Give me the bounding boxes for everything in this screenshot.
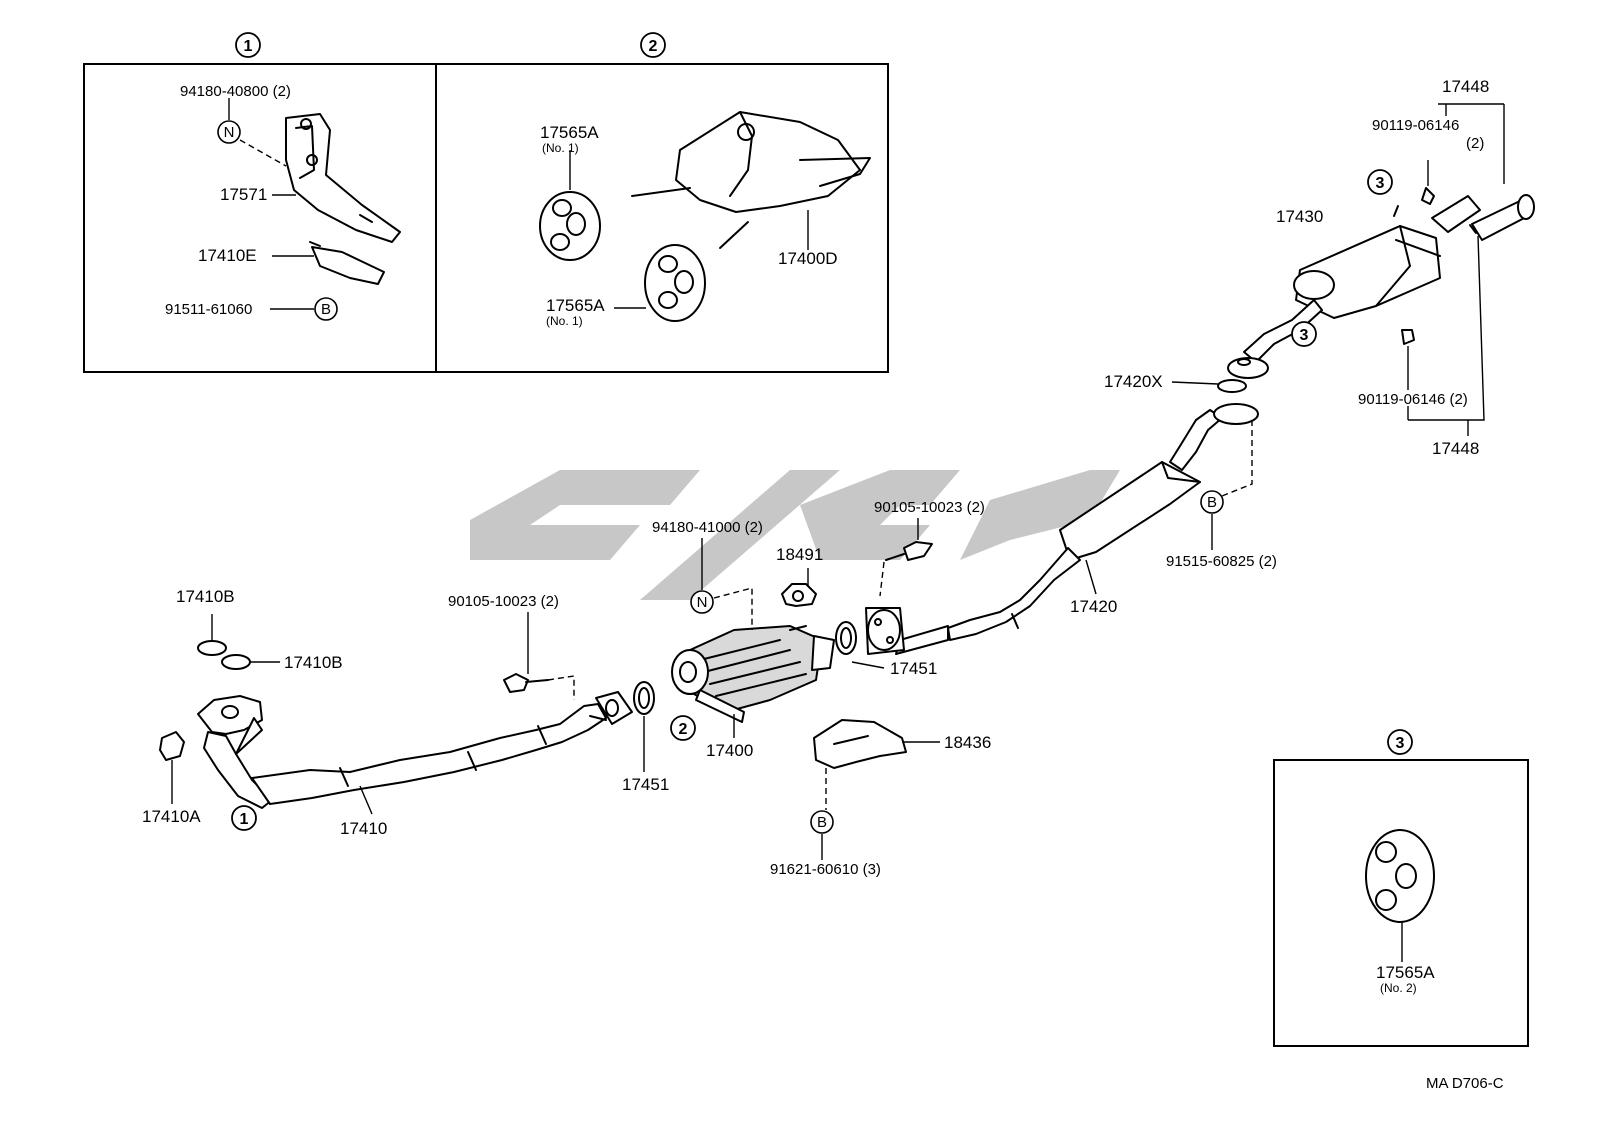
bracket-17571	[285, 113, 401, 243]
svg-text:N: N	[697, 594, 708, 611]
gasket-17410b-lower	[221, 654, 251, 670]
part-label: 90119-06146	[1372, 117, 1459, 134]
part-label: 90105-10023 (2)	[448, 593, 559, 610]
inset-marker-2: 2	[640, 32, 666, 58]
heat-insulator-17400d	[631, 111, 871, 249]
part-label: 18491	[776, 545, 823, 564]
part-label: (2)	[1466, 135, 1484, 152]
inset-marker-3-box: 3	[1387, 729, 1413, 755]
part-label: 17448	[1442, 77, 1489, 96]
svg-text:1: 1	[240, 811, 249, 828]
svg-text:B: B	[321, 301, 331, 318]
svg-text:1: 1	[244, 38, 253, 55]
heat-insulator-17410e	[309, 241, 385, 285]
gasket-17410b-upper	[197, 640, 227, 656]
circled-n-symbol: N	[217, 120, 241, 144]
part-label: 90105-10023 (2)	[874, 499, 985, 516]
inset-box-1	[83, 63, 437, 373]
part-label: 91621-60610 (3)	[770, 861, 881, 878]
part-label: 17451	[622, 775, 669, 794]
part-label: (No. 2)	[1380, 981, 1417, 995]
bracket-18436	[813, 719, 940, 810]
bolt-90119-06146-upper	[1421, 160, 1435, 205]
part-label: (No. 1)	[542, 141, 579, 155]
nut-17410a	[159, 731, 185, 804]
circled-b-symbol: B	[810, 810, 834, 834]
part-label: 90119-06146 (2)	[1358, 391, 1468, 408]
part-label: 17565A	[546, 296, 605, 315]
circled-n-symbol: N	[690, 590, 714, 614]
tail-pipe-inlet	[1227, 299, 1323, 379]
part-label: 18436	[944, 733, 991, 752]
bolt-90105-10023-front	[503, 612, 575, 700]
center-pipe-17420	[865, 403, 1259, 655]
part-label: 17400D	[778, 249, 838, 268]
hanger-marker-2: 2	[670, 715, 696, 741]
hanger-17565a-lower	[644, 244, 706, 322]
hanger-marker-3: 3	[1291, 321, 1317, 347]
part-label: 17571	[220, 185, 267, 204]
svg-text:3: 3	[1376, 175, 1385, 192]
front-pipe-17410	[197, 691, 633, 809]
circled-b-symbol: B	[1200, 490, 1224, 514]
diagram-code: MA D706-C	[1426, 1075, 1504, 1092]
part-label: 17451	[890, 659, 937, 678]
part-label: 17400	[706, 741, 753, 760]
inset-marker-1: 1	[235, 32, 261, 58]
hanger-marker-3: 3	[1367, 169, 1393, 195]
svg-text:B: B	[1207, 494, 1217, 511]
part-label: 94180-40800 (2)	[180, 83, 291, 100]
circled-b-symbol: B	[314, 297, 338, 321]
part-label: 17448	[1432, 439, 1479, 458]
gasket-17420x	[1217, 379, 1247, 393]
part-label: 17420X	[1104, 372, 1163, 391]
part-label: (No. 1)	[546, 314, 583, 328]
part-label: 17410B	[176, 587, 235, 606]
bolt-90105-10023-center	[879, 518, 933, 597]
hanger-marker-1: 1	[231, 805, 257, 831]
svg-text:N: N	[224, 124, 235, 141]
bracket-18491	[781, 568, 817, 607]
part-label: 17565A	[1376, 963, 1435, 982]
svg-text:3: 3	[1396, 735, 1405, 752]
tail-pipe-17448	[1431, 194, 1535, 241]
catalytic-converter-17400	[671, 625, 835, 723]
part-label: 17430	[1276, 207, 1323, 226]
svg-text:3: 3	[1300, 327, 1309, 344]
hanger-17565a-no2	[1365, 829, 1435, 962]
part-label: 17410	[340, 819, 387, 838]
part-label: 91511-61060	[165, 301, 252, 318]
hanger-17565a-upper	[539, 191, 601, 261]
inset-box-2	[435, 63, 889, 373]
part-label: 17410B	[284, 653, 343, 672]
part-label: 17565A	[540, 123, 599, 142]
part-label: 94180-41000 (2)	[652, 519, 763, 536]
part-label: 91515-60825 (2)	[1166, 553, 1277, 570]
inset-box-3	[1273, 759, 1529, 1047]
svg-text:2: 2	[649, 38, 658, 55]
bolt-90119-06146-lower	[1401, 329, 1415, 390]
gasket-17451-right	[835, 621, 857, 655]
watermark-logo	[470, 470, 1120, 600]
svg-text:2: 2	[679, 721, 688, 738]
part-label: 17410E	[198, 246, 257, 265]
main-muffler-17430	[1293, 205, 1441, 319]
part-label: 17420	[1070, 597, 1117, 616]
gasket-17451-left	[633, 681, 655, 715]
part-label: 17410A	[142, 807, 201, 826]
svg-text:B: B	[817, 814, 827, 831]
